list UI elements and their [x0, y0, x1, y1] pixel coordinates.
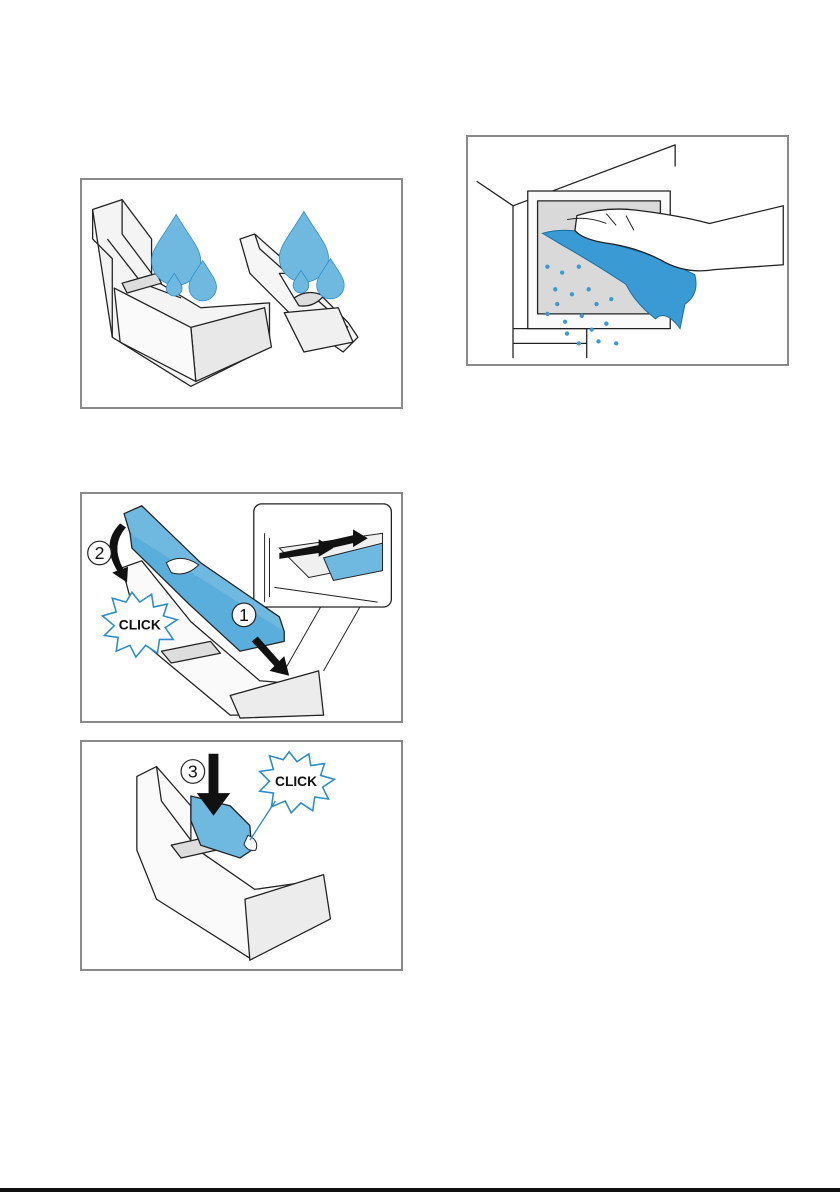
- reinsert-svg: 2 1 CLICK: [82, 494, 401, 721]
- drawer-rinse-svg: [82, 180, 401, 407]
- inset-detail: [254, 504, 392, 607]
- click-burst: CLICK: [250, 752, 335, 840]
- step-3-label: 3: [188, 761, 198, 781]
- illustration-reinsert-insert: 2 1 CLICK: [80, 492, 403, 723]
- press-insert-svg: 3 CLICK: [82, 742, 401, 969]
- click-label: CLICK: [119, 618, 161, 633]
- illustration-press-insert: 3 CLICK: [80, 740, 403, 971]
- click-label: CLICK: [275, 774, 317, 789]
- illustration-wipe-recess: [466, 135, 789, 366]
- step-1-label: 1: [239, 605, 249, 625]
- step-2-label: 2: [95, 543, 105, 563]
- illustration-clean-drawer-parts: [80, 178, 403, 409]
- wipe-recess-svg: [468, 137, 787, 364]
- page-bottom-rule: [0, 1188, 840, 1192]
